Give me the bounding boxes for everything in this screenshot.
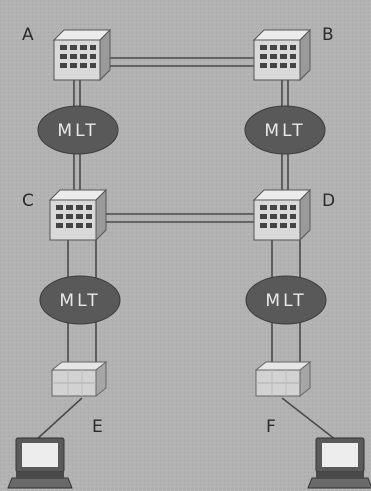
- mlt-bottom-right: MLT: [246, 276, 326, 324]
- mlt-top-right: MLT: [245, 106, 325, 154]
- edge-switch-e-icon: [52, 362, 106, 396]
- computer-left-icon: [8, 438, 72, 488]
- node-label-b: B: [322, 25, 334, 45]
- mlt-top-left: MLT: [38, 106, 118, 154]
- node-label-f: F: [266, 417, 276, 437]
- mlt-label: MLT: [59, 291, 100, 311]
- node-label-e: E: [92, 417, 103, 437]
- node-label-c: C: [22, 191, 34, 211]
- node-label-d: D: [322, 191, 335, 211]
- mlt-bottom-left: MLT: [40, 276, 120, 324]
- switch-b-icon: [254, 30, 310, 80]
- computer-right-icon: [308, 438, 371, 488]
- switch-d-icon: [254, 190, 310, 240]
- edge-switch-f-icon: [256, 362, 310, 396]
- switch-a-icon: [54, 30, 110, 80]
- mlt-label: MLT: [265, 291, 306, 311]
- mlt-label: MLT: [264, 121, 305, 141]
- node-label-a: A: [22, 25, 34, 45]
- mlt-label: MLT: [57, 121, 98, 141]
- switch-c-icon: [50, 190, 106, 240]
